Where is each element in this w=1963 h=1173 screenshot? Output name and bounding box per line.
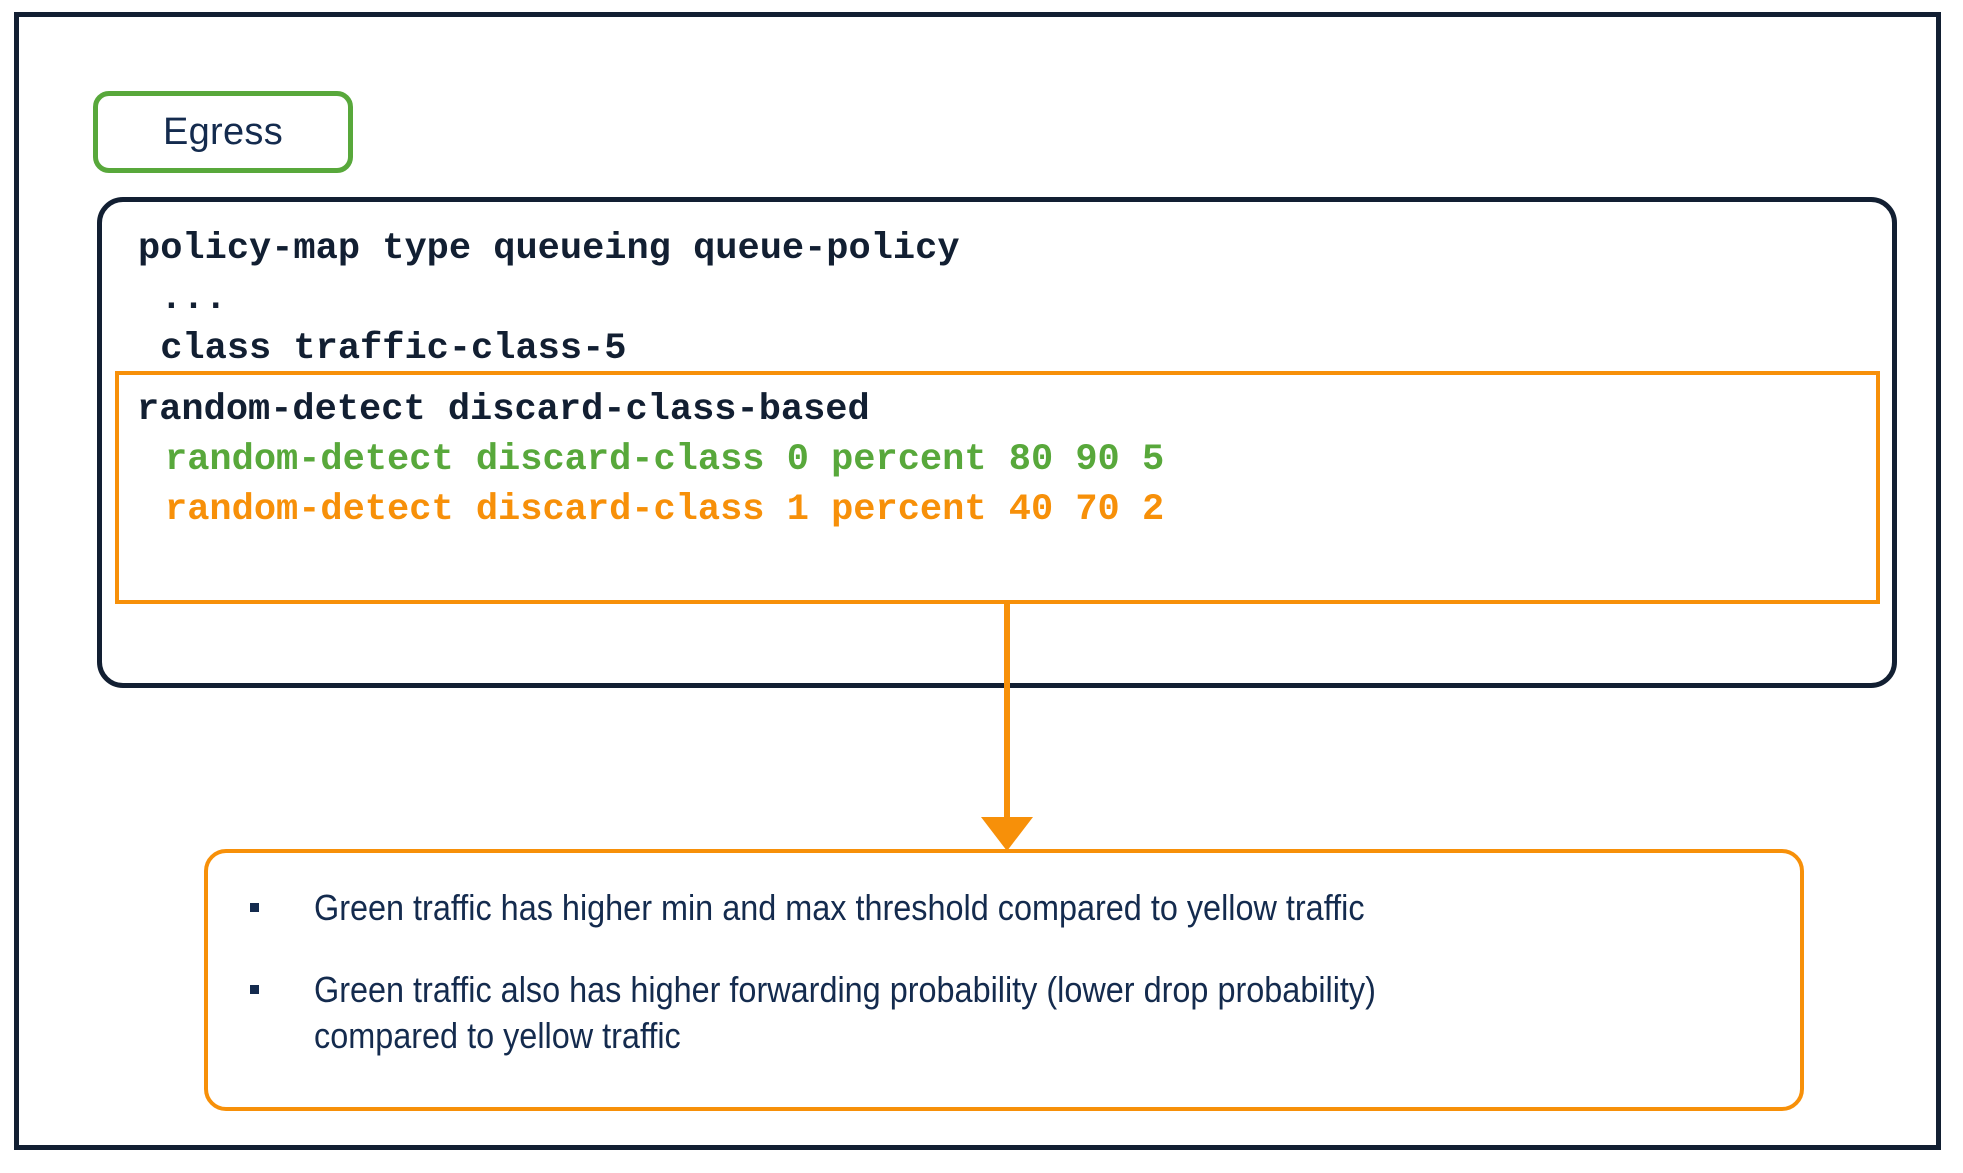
bullet-point-icon <box>232 885 314 931</box>
config-code-line: class traffic-class-5 <box>138 328 627 370</box>
random-detect-yellow-line: random-detect discard-class 1 percent 40… <box>165 489 1165 531</box>
outer-frame: Egress policy-map type queueing queue-po… <box>14 12 1941 1150</box>
egress-label-box: Egress <box>93 91 353 173</box>
random-detect-green-line: random-detect discard-class 0 percent 80… <box>165 439 1165 481</box>
random-detect-highlight-box: random-detect discard-class-based random… <box>115 371 1880 604</box>
list-item: Green traffic also has higher forwarding… <box>232 967 1776 1059</box>
random-detect-code-block: random-detect discard-class-based random… <box>137 385 1837 535</box>
notes-box: Green traffic has higher min and max thr… <box>204 849 1804 1111</box>
notes-bullet-list: Green traffic has higher min and max thr… <box>232 885 1776 1059</box>
config-code-line: policy-map type queueing queue-policy <box>138 228 960 270</box>
arrow-down-icon <box>981 817 1033 851</box>
arrow-shaft <box>1004 604 1010 822</box>
config-code-block: policy-map type queueing queue-policy ..… <box>138 224 1838 374</box>
egress-label-text: Egress <box>162 110 284 153</box>
list-item-label: Green traffic has higher min and max thr… <box>314 887 1365 928</box>
config-code-line: ... <box>138 278 227 320</box>
config-box: policy-map type queueing queue-policy ..… <box>97 197 1897 688</box>
list-item-label: Green traffic also has higher forwarding… <box>314 969 1376 1056</box>
bullet-point-icon <box>232 967 314 1013</box>
list-item: Green traffic has higher min and max thr… <box>232 885 1776 931</box>
random-detect-base-line: random-detect discard-class-based <box>137 389 870 431</box>
